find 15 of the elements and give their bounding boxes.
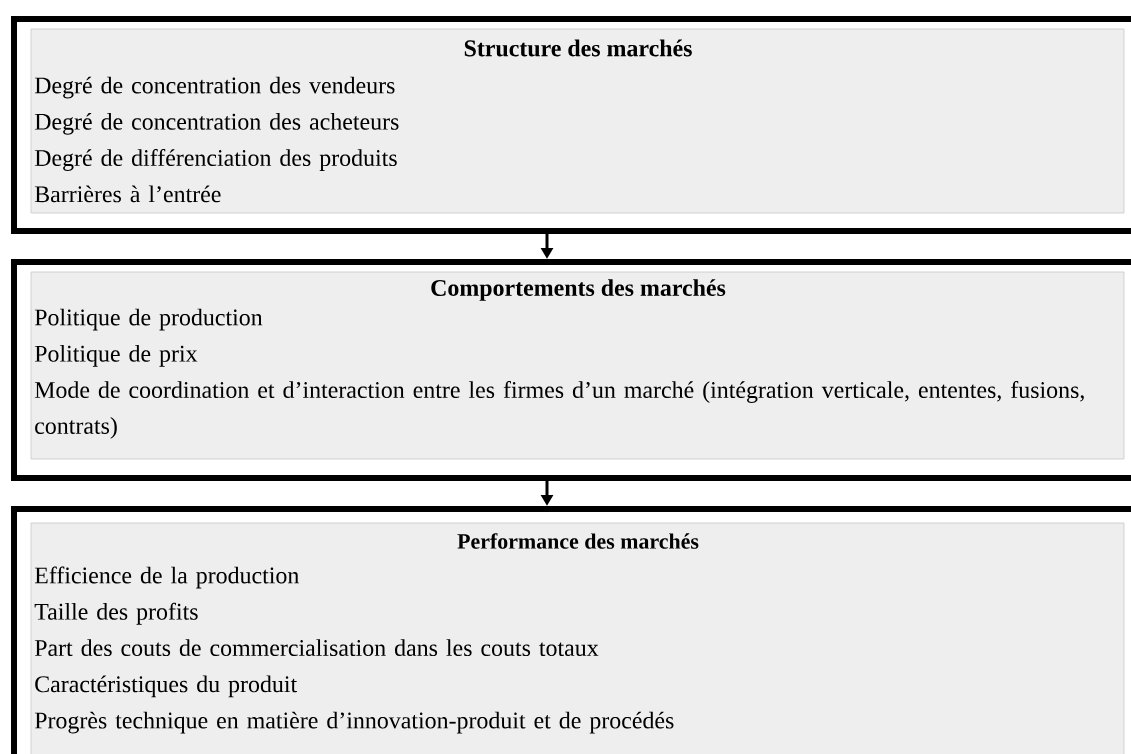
list-item: Degré de concentration des vendeurs: [34, 76, 395, 99]
box-heading: Comportements des marchés: [431, 279, 726, 301]
box-heading: Structure des marchés: [464, 39, 692, 57]
list-item: Politique de production: [34, 308, 263, 331]
list-item: Part des couts de commercialisation dans les couts totaux: [34, 639, 599, 657]
list-item: Efficience de la production: [34, 566, 299, 589]
list-item: Caractéristiques du produit: [35, 675, 297, 698]
list-item: Taille des profits: [34, 602, 198, 625]
list-item: Progrès technique en matière d’innovation-produit et de procédés: [34, 711, 674, 734]
list-item: Degré de concentration des acheteurs: [34, 112, 399, 135]
list-item: Politique de prix: [34, 344, 198, 367]
list-item: Mode de coordination et d’interaction entre les firmes d’un marché (intégration verticale, ententes, fusions, contrats): [34, 381, 1084, 439]
list-item: Degré de différenciation des produits: [34, 149, 397, 171]
box-heading: Performance des marchés: [457, 533, 699, 549]
list-item: Barrières à l’entrée: [34, 185, 221, 203]
